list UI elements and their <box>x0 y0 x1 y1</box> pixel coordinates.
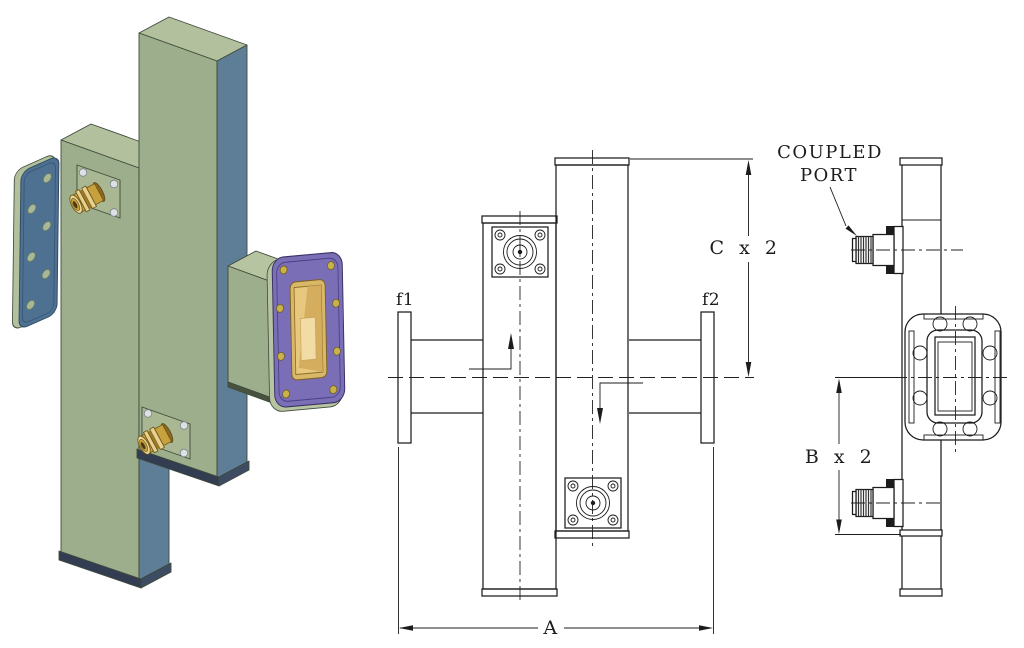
iso-right-flange <box>266 252 346 412</box>
front-label-f2: f2 <box>702 290 720 310</box>
side-flange-face <box>904 313 1002 441</box>
dim-b-label: B x 2 <box>805 446 873 468</box>
dim-c: C x 2 <box>630 158 779 377</box>
front-label-f1: f1 <box>396 290 414 310</box>
front-connector-lower <box>564 477 622 529</box>
dim-b: B x 2 <box>805 377 902 535</box>
dim-a-label: A <box>542 617 558 639</box>
flow-arrow-down <box>597 382 643 424</box>
side-view: B x 2 COUPLED PORT <box>777 142 1010 597</box>
flow-arrow-up <box>469 333 514 370</box>
dim-c-label: C x 2 <box>710 237 779 259</box>
iso-left-flange <box>12 155 60 329</box>
iso-coupled-port-connector-lower <box>134 406 191 460</box>
front-view: C x 2 A f1 f2 <box>388 150 779 639</box>
coupled-port-label-line2: PORT <box>800 165 858 186</box>
iso-coupled-port-connector-upper <box>66 164 121 219</box>
front-right-column <box>554 157 630 539</box>
iso-3d-model <box>12 16 346 589</box>
leader-arrowhead <box>845 225 857 236</box>
dim-a: A <box>398 447 714 639</box>
front-main-arms <box>411 339 701 414</box>
coupled-port-label-line1: COUPLED <box>777 142 883 163</box>
coupled-port-callout: COUPLED PORT <box>777 142 883 236</box>
leader-line <box>829 186 847 227</box>
